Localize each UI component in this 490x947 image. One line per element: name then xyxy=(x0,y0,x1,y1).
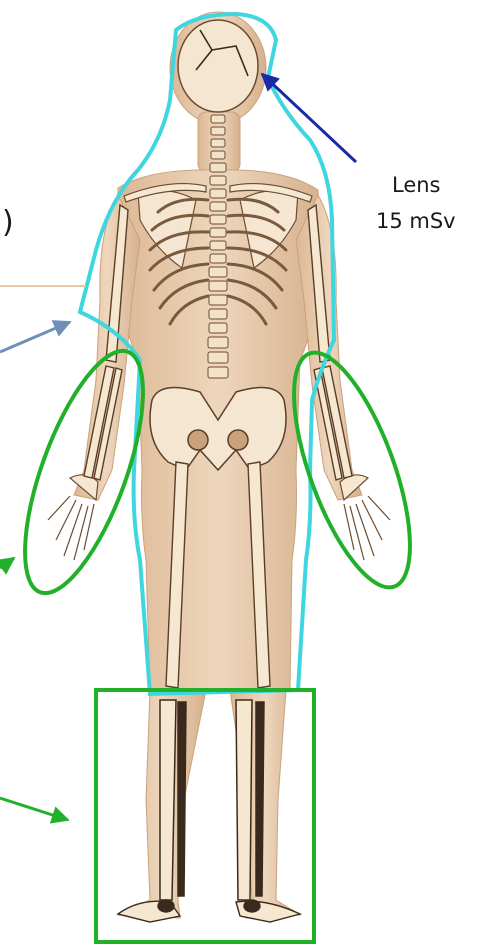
hand-arrow xyxy=(0,558,14,568)
skin-arrow xyxy=(0,322,70,352)
left-hand-bones xyxy=(48,475,98,560)
partial-paren-label: ) xyxy=(2,205,14,240)
skull-bone xyxy=(178,20,258,112)
lens-label: Lens xyxy=(392,173,441,197)
human-skeleton-back-view-icon xyxy=(48,12,390,922)
lens-dose-label: 15 mSv xyxy=(376,209,456,233)
leg-arrow xyxy=(0,798,68,820)
spine-bones xyxy=(208,115,228,378)
right-hand-bones xyxy=(340,475,390,560)
lens-arrow xyxy=(262,74,356,162)
